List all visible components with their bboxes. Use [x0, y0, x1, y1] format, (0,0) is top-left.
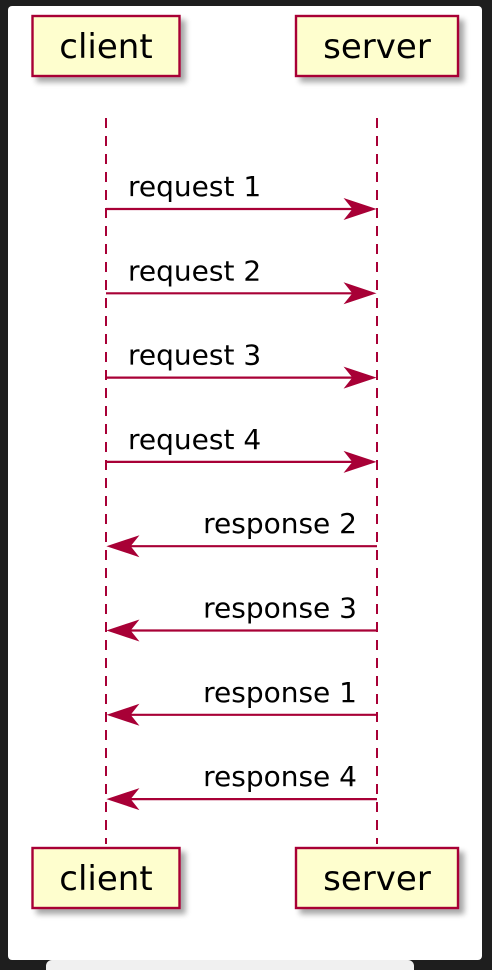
message-label: request 3: [128, 339, 261, 372]
diagram-canvas: request 1 request 2 request 3 request 4 resp…: [8, 6, 482, 960]
participant-label: client: [59, 27, 152, 67]
message-label: response 1: [203, 676, 357, 709]
message-4: request 4: [106, 423, 377, 473]
message-label: response 3: [203, 592, 357, 625]
messages: request 1 request 2 request 3 request 4 resp…: [106, 170, 377, 811]
participant-box: [294, 14, 460, 78]
arrow-head: [343, 282, 377, 305]
arrow-head: [343, 450, 377, 473]
message-2: request 2: [106, 254, 377, 305]
participant-box: [294, 846, 460, 910]
participants: client client server server: [31, 14, 460, 910]
participant-client-top: client: [31, 14, 181, 78]
lifelines: [105, 118, 378, 844]
arrow-head: [106, 703, 140, 726]
arrow-head: [106, 535, 140, 558]
message-5: response 2: [106, 507, 377, 558]
message-1: request 1: [106, 170, 377, 221]
message-label: response 2: [203, 507, 357, 540]
arrow-head: [343, 197, 377, 221]
participant-label: server: [323, 27, 431, 67]
participant-label: server: [323, 859, 431, 899]
message-label: request 4: [128, 423, 261, 456]
message-6: response 3: [106, 592, 377, 642]
message-8: response 4: [106, 760, 377, 811]
participant-box: [31, 14, 181, 78]
arrow-head: [106, 619, 140, 642]
participant-label: client: [59, 859, 152, 899]
arrow-head: [106, 788, 140, 811]
message-label: response 4: [203, 760, 357, 793]
participant-server-bottom: server: [294, 846, 460, 910]
participant-box: [31, 846, 181, 910]
horizontal-scrollbar[interactable]: [46, 960, 414, 970]
sequence-diagram: request 1 request 2 request 3 request 4 resp…: [31, 14, 460, 910]
message-7: response 1: [106, 676, 377, 726]
message-3: request 3: [106, 339, 377, 389]
message-label: request 2: [128, 254, 261, 287]
arrow-head: [343, 366, 377, 389]
participant-server-top: server: [294, 14, 460, 78]
participant-client-bottom: client: [31, 846, 181, 910]
message-label: request 1: [128, 170, 261, 203]
